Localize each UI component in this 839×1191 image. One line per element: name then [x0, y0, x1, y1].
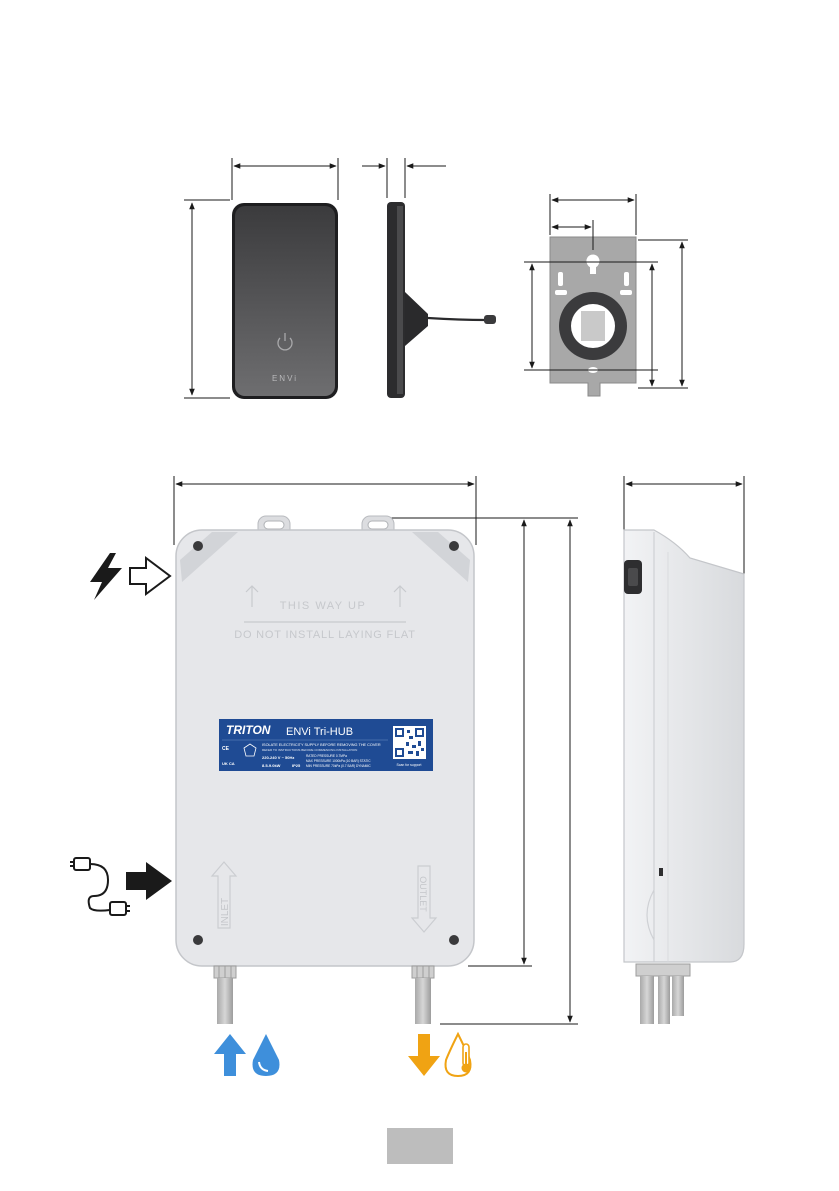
hot-water-thermometer-icon [444, 1031, 472, 1078]
bracket-dimension-lines [524, 194, 688, 389]
rating-label-mark-ce: CE [222, 746, 230, 752]
embossed-this-way-up: THIS WAY UP [280, 600, 367, 612]
control-panel-front-view: ENVi [232, 203, 338, 399]
cable-icon [70, 857, 130, 916]
embossed-do-not-install-flat: DO NOT INSTALL LAYING FLAT [234, 629, 416, 641]
envi-brand-mark: ENVi [272, 374, 298, 383]
rating-label-product: ENVi Tri-HUB [286, 726, 353, 738]
arrow-up-icon [214, 1034, 246, 1076]
cold-inlet-pipe [213, 965, 237, 1024]
arrow-down-icon [408, 1034, 440, 1076]
rating-label-pressure-2: MAX PRESSURE 1000kPa (10 BAR) STATIC [306, 759, 371, 763]
main-unit-side-dimension [623, 476, 745, 576]
rating-label-pressure-3: MIN PRESSURE 70kPa (0.7 BAR) DYNAMIC [306, 764, 371, 768]
arrow-right-solid-icon [126, 862, 172, 900]
rating-label-ip: IP25 [292, 763, 301, 768]
rating-label-mark-ukca: UK CA [222, 761, 235, 766]
wall-bracket [549, 236, 637, 397]
rating-label-warning: ISOLATE ELECTRICITY SUPPLY BEFORE REMOVI… [262, 743, 381, 747]
embossed-inlet: INLET [220, 898, 231, 926]
main-unit-front-view: THIS WAY UP DO NOT INSTALL LAYING FLAT I… [175, 515, 475, 1024]
rating-label-brand: TRITON [226, 723, 271, 737]
rating-label-instructions: REFER TO INSTRUCTIONS BEFORE COMMENCING … [262, 748, 357, 752]
panel-dimension-lines [184, 158, 339, 399]
rating-label: TRITON ENVi Tri-HUB ISOLATE ELECTRICITY … [219, 719, 433, 771]
rating-label-voltage: 220-240 V ~ 50Hz [262, 755, 294, 760]
qr-code [393, 726, 426, 759]
power-icon [277, 333, 293, 351]
lightning-bolt-icon [90, 553, 122, 600]
arrow-right-outline-icon [129, 556, 172, 596]
kitemark-icon [243, 743, 257, 757]
control-panel-side-view [387, 202, 496, 398]
rating-label-pressure-1: RATED PRESSURE 0.7MPa [306, 754, 347, 758]
rating-label-power: 8.5-9.0kW [262, 763, 281, 768]
main-unit-side-view [623, 529, 745, 1024]
hot-outlet-pipe [411, 965, 435, 1024]
qr-caption: Scan for support [397, 763, 422, 767]
embossed-outlet: OUTLET [418, 876, 428, 912]
page-number-tab [387, 1128, 453, 1164]
water-drop-icon [252, 1034, 280, 1076]
side-dimension-lines [362, 158, 446, 198]
main-unit-dimension-lines [173, 476, 578, 1025]
